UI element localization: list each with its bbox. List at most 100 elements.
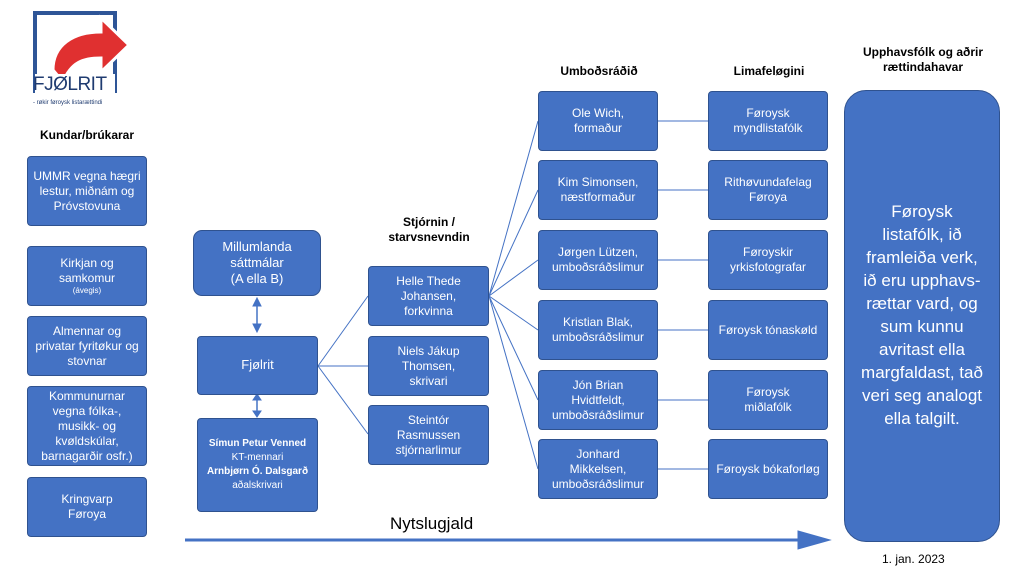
stjorn-steintor-line1: Steintór [407, 412, 450, 427]
header-upphavsfolk-line2: rættindahavar [882, 60, 964, 74]
connector-line [488, 259, 539, 297]
date-label: 1. jan. 2023 [882, 552, 945, 566]
stjorn-box-steintor: Steintór Rasmussen stjórnarlimur [368, 405, 489, 465]
stjorn-niels-line3: skrivari [409, 373, 448, 388]
header-stjornin: Stjórnin / starvsnevndin [370, 215, 488, 245]
umbod-jon-line1: Jón Brian [572, 377, 624, 392]
lima-box-rithovunda: Rithøvundafelag Føroya [708, 160, 828, 220]
double-arrow-top [252, 296, 262, 334]
stjorn-helle-line2: Johansen, [400, 288, 457, 303]
umbod-jonhard-line2: Mikkelsen, [569, 461, 627, 476]
kundar-box-kirkjan-line2: samkomur [58, 271, 115, 285]
kundar-box-kringvarp-line1: Kringvarp [61, 492, 113, 506]
kundar-box-kirkjan-line3: (ávegis) [72, 286, 102, 295]
umbod-box-jonhard: Jonhard Mikkelsen, umboðsráðslimur [538, 439, 658, 499]
logo-tagline: - røkir føroysk listarættindi [33, 100, 103, 106]
header-stjornin-line2: starvsnevndin [388, 230, 470, 244]
connector-line [488, 295, 539, 331]
kundar-box-kommunurnar-line1: Kommunurnar [48, 388, 126, 403]
fjolrit-box: Fjølrit [197, 336, 318, 395]
stjorn-helle-line1: Helle Thede [396, 273, 461, 288]
kundar-box-almennar-line3: stovnar [67, 353, 107, 368]
umbod-box-jorgen: Jørgen Lützen, umboðsráðslimur [538, 230, 658, 290]
header-stjornin-line1: Stjórnin / [403, 215, 455, 229]
kundar-box-kommunurnar-line2: vegna fólka-, [52, 403, 122, 418]
staff-role-2: aðalskrivari [232, 480, 283, 491]
umbod-jorgen-line2: umboðsráðslimur [551, 260, 645, 274]
kundar-box-kommunurnar-line5: barnagarðir osfr.) [41, 448, 133, 463]
umbod-jon-line3: umboðsráðslimur [551, 407, 645, 422]
nytslugjald-arrow [185, 530, 832, 550]
lima-box-fotografar: Føroyskir yrkisfotografar [708, 230, 828, 290]
stjorn-niels-line2: Thomsen, [401, 358, 456, 373]
umbod-jon-line2: Hvidtfeldt, [571, 392, 625, 407]
double-arrow-bottom [252, 393, 262, 418]
umbod-ole-line1: Ole Wich, [571, 106, 624, 120]
umbod-kristian-line2: umboðsráðslimur [551, 330, 645, 344]
kundar-box-ummr-line2: lestur, miðnám og [39, 183, 135, 198]
upphavs-box: Føroysk listafólk, ið framleiða verk, ið… [844, 90, 1000, 542]
umbod-jonhard-line1: Jonhard [576, 446, 620, 461]
kundar-box-ummr-line3: Próvstovuna [53, 198, 121, 213]
stjorn-helle-line3: forkvinna [404, 303, 453, 318]
header-umbodsradid: Umboðsráðið [560, 64, 638, 78]
umbod-box-kristian: Kristian Blak, umboðsráðslimur [538, 300, 658, 360]
umbod-kristian-line1: Kristian Blak, [562, 315, 634, 329]
lima-fotografar-line1: Føroyskir [743, 245, 793, 259]
header-limafelogini: Limafeløgini [733, 64, 805, 78]
staff-role-1: KT-mennari [231, 452, 284, 463]
stjorn-box-niels: Niels Jákup Thomsen, skrivari [368, 336, 489, 396]
umbod-ole-line2: formaður [573, 121, 623, 135]
lima-box-myndlist: Føroysk myndlistafólk [708, 91, 828, 151]
stjorn-box-helle: Helle Thede Johansen, forkvinna [368, 266, 489, 326]
header-upphavsfolk: Upphavsfólk og aðrir rættindahavar [840, 45, 1006, 75]
upphavs-text: Føroysk listafólk, ið framleiða verk, ið… [861, 202, 983, 428]
kundar-box-ummr-line1: UMMR vegna hægri [33, 168, 141, 183]
fjolrit-logo: FJØLRIT - røkir føroysk listarættindi [33, 10, 133, 115]
kundar-box-kommunurnar: Kommunurnar vegna fólka-, musikk- og kvø… [27, 386, 147, 466]
lima-midlafolk-line2: miðlafólk [744, 400, 792, 414]
staff-name-2: Arnbjørn Ó. Dalsgarð [206, 466, 309, 477]
header-upphavsfolk-line1: Upphavsfólk og aðrir [862, 45, 984, 59]
umbod-box-kim: Kim Simonsen, næstformaður [538, 160, 658, 220]
lima-rithovunda-line2: Føroya [748, 190, 787, 204]
connector-line [317, 365, 369, 435]
kundar-box-ummr: UMMR vegna hægri lestur, miðnám og Próvs… [27, 156, 147, 226]
logo-name: FJØLRIT [33, 74, 107, 95]
connector-line [488, 189, 539, 297]
umbod-box-jon: Jón Brian Hvidtfeldt, umboðsráðslimur [538, 370, 658, 430]
lima-bokaforlog-line1: Føroysk bókaforløg [716, 461, 820, 476]
lima-rithovunda-line1: Rithøvundafelag [724, 175, 812, 189]
kundar-box-almennar: Almennar og privatar fyritøkur og stovna… [27, 316, 147, 376]
kundar-box-kringvarp-line2: Føroya [67, 507, 106, 521]
lima-box-bokaforlog: Føroysk bókaforløg [708, 439, 828, 499]
kundar-box-kommunurnar-line4: kvøldskúlar, [55, 433, 119, 448]
lima-fotografar-line2: yrkisfotografar [729, 260, 807, 274]
fjolrit-label: Fjølrit [241, 357, 274, 373]
umbod-jorgen-line1: Jørgen Lützen, [557, 245, 639, 259]
umbod-jonhard-line3: umboðsráðslimur [551, 476, 645, 491]
millumlanda-box: Millumlanda sáttmálar (A ella B) [193, 230, 321, 296]
header-kundar: Kundar/brúkarar [39, 128, 135, 142]
kundar-box-almennar-line1: Almennar og [52, 323, 122, 338]
stjorn-steintor-line2: Rasmussen [396, 427, 461, 442]
nytslugjald-label: Nytslugjald [390, 514, 474, 533]
logo-graphic [33, 11, 132, 96]
connector-line [488, 295, 539, 470]
kundar-box-kringvarp: Kringvarp Føroya [27, 477, 147, 537]
connector-line [488, 295, 539, 401]
lima-box-midlafolk: Føroysk miðlafólk [708, 370, 828, 430]
lima-midlafolk-line1: Føroysk [746, 385, 790, 399]
kundar-box-kirkjan-line1: Kirkjan og [60, 256, 114, 270]
staff-name-1: Símun Petur Venned [208, 438, 307, 449]
lima-tonaskold-line1: Føroysk tónaskøld [718, 322, 818, 337]
umbod-box-ole: Ole Wich, formaður [538, 91, 658, 151]
kundar-box-kommunurnar-line3: musikk- og [57, 418, 116, 433]
kundar-box-kirkjan: Kirkjan og samkomur (ávegis) [27, 246, 147, 306]
connector-line [488, 120, 539, 297]
kundar-box-almennar-line2: privatar fyritøkur og [35, 338, 139, 353]
stjorn-steintor-line3: stjórnarlimur [395, 442, 462, 457]
umbod-kim-line2: næstformaður [560, 190, 636, 204]
lima-box-tonaskold: Føroysk tónaskøld [708, 300, 828, 360]
